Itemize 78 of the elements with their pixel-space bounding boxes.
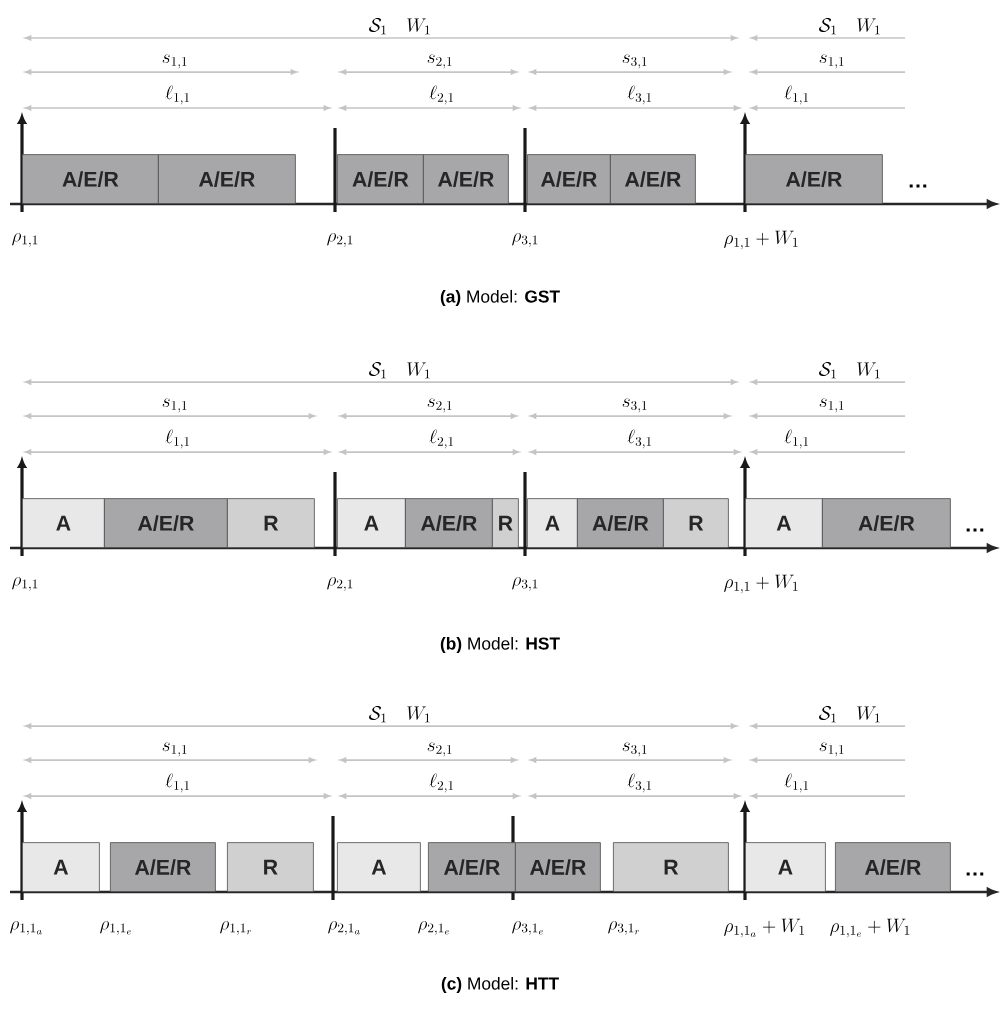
release-time-label: $\rho_{1,1} + W_1$: [724, 230, 798, 250]
segment-box: A/E/R: [527, 154, 611, 204]
dimension-label: $\ell_{2,1}$: [429, 429, 454, 449]
release-time-label: $\rho_{3,1}$: [512, 576, 538, 591]
release-time-label: $\rho_{1,1} + W_1$: [724, 574, 798, 594]
caption: (a) Model: GST: [440, 289, 560, 307]
caption: (b) Model: HST: [440, 636, 560, 654]
dimension-label: $\ell_{1,1}$: [784, 429, 809, 449]
dimension-label: $\ell_{1,1}$: [165, 429, 190, 449]
segment-box: A/E/R: [158, 154, 296, 204]
dimension-label: $s_{3,1}$: [622, 54, 647, 69]
release-time-label: $\rho_{1,1}$: [12, 232, 38, 247]
dimension-label: $s_{1,1}$: [162, 54, 187, 69]
release-time-label: $\rho_{2,1_e}$: [418, 920, 449, 935]
release-time-label: $\rho_{3,1_e}$: [512, 920, 543, 935]
segment-box: A/E/R: [822, 498, 951, 548]
dimension-label: $\ell_{3,1}$: [627, 85, 652, 105]
release-time-label: $\rho_{1,1_e}$: [100, 920, 131, 935]
segment-box: A: [22, 842, 100, 892]
segment-box: A/E/R: [104, 498, 228, 548]
dimension-label: $\mathcal{S}_1 \quad W_1$: [369, 362, 430, 379]
segment-box: R: [613, 842, 729, 892]
dimension-label: $\mathcal{S}_1 \quad W_1$: [819, 706, 880, 723]
dimension-label: $\ell_{3,1}$: [627, 773, 652, 793]
release-time-label: $\rho_{1,1_e} + W_1$: [830, 918, 910, 938]
dimension-label: $\ell_{2,1}$: [429, 773, 454, 793]
release-time-label: $\rho_{3,1_r}$: [608, 920, 640, 935]
dimension-label: $\ell_{3,1}$: [627, 429, 652, 449]
segment-box: A/E/R: [577, 498, 664, 548]
segment-box: A: [337, 498, 406, 548]
dimension-label: $s_{1,1}$: [819, 398, 844, 413]
segment-box: A/E/R: [745, 154, 883, 204]
segment-box: A/E/R: [835, 842, 951, 892]
segment-box: A: [22, 498, 105, 548]
dimension-label: $s_{1,1}$: [162, 398, 187, 413]
dimension-label: $\ell_{1,1}$: [165, 773, 190, 793]
release-time-label: $\rho_{2,1_a}$: [328, 920, 360, 935]
segment-box: A: [527, 498, 578, 548]
dimension-label: $s_{2,1}$: [427, 54, 452, 69]
dimension-label: $s_{2,1}$: [427, 398, 452, 413]
release-time-label: $\rho_{1,1_a} + W_1$: [724, 918, 804, 938]
segment-box: A/E/R: [423, 154, 509, 204]
release-time-label: $\rho_{1,1_r}$: [220, 920, 252, 935]
segment-box: A/E/R: [610, 154, 696, 204]
dimension-label: $\mathcal{S}_1 \quad W_1$: [819, 362, 880, 379]
segment-box: A/E/R: [515, 842, 601, 892]
dimension-label: $s_{3,1}$: [622, 398, 647, 413]
release-time-label: $\rho_{3,1}$: [512, 232, 538, 247]
release-time-label: $\rho_{2,1}$: [327, 576, 353, 591]
caption: (c) Model: HTT: [441, 976, 559, 994]
dimension-label: $\mathcal{S}_1 \quad W_1$: [369, 706, 430, 723]
segment-box: R: [663, 498, 729, 548]
release-time-label: $\rho_{1,1}$: [12, 576, 38, 591]
dimension-label: $\ell_{1,1}$: [784, 85, 809, 105]
segment-box: R: [492, 498, 519, 548]
segment-box: A/E/R: [110, 842, 216, 892]
release-time-label: $\rho_{2,1}$: [327, 232, 353, 247]
segment-box: A/E/R: [405, 498, 493, 548]
segment-box: R: [227, 498, 315, 548]
segment-box: A/E/R: [337, 154, 424, 204]
dimension-label: $\ell_{1,1}$: [165, 85, 190, 105]
segment-box: R: [227, 842, 314, 892]
segment-box: A: [745, 498, 823, 548]
dimension-label: $\mathcal{S}_1 \quad W_1$: [819, 18, 880, 35]
dimension-label: $s_{1,1}$: [162, 742, 187, 757]
dimension-label: $s_{2,1}$: [427, 742, 452, 757]
ellipsis: …: [909, 184, 927, 188]
segment-box: A: [337, 842, 421, 892]
dimension-label: $s_{1,1}$: [819, 54, 844, 69]
dimension-label: $\ell_{1,1}$: [784, 773, 809, 793]
segment-box: A/E/R: [428, 842, 516, 892]
dimension-label: $s_{1,1}$: [819, 742, 844, 757]
release-time-label: $\rho_{1,1_a}$: [10, 920, 42, 935]
segment-box: A: [745, 842, 826, 892]
dimension-label: $s_{3,1}$: [622, 742, 647, 757]
dimension-label: $\ell_{2,1}$: [429, 85, 454, 105]
segment-box: A/E/R: [22, 154, 159, 204]
dimension-label: $\mathcal{S}_1 \quad W_1$: [369, 18, 430, 35]
